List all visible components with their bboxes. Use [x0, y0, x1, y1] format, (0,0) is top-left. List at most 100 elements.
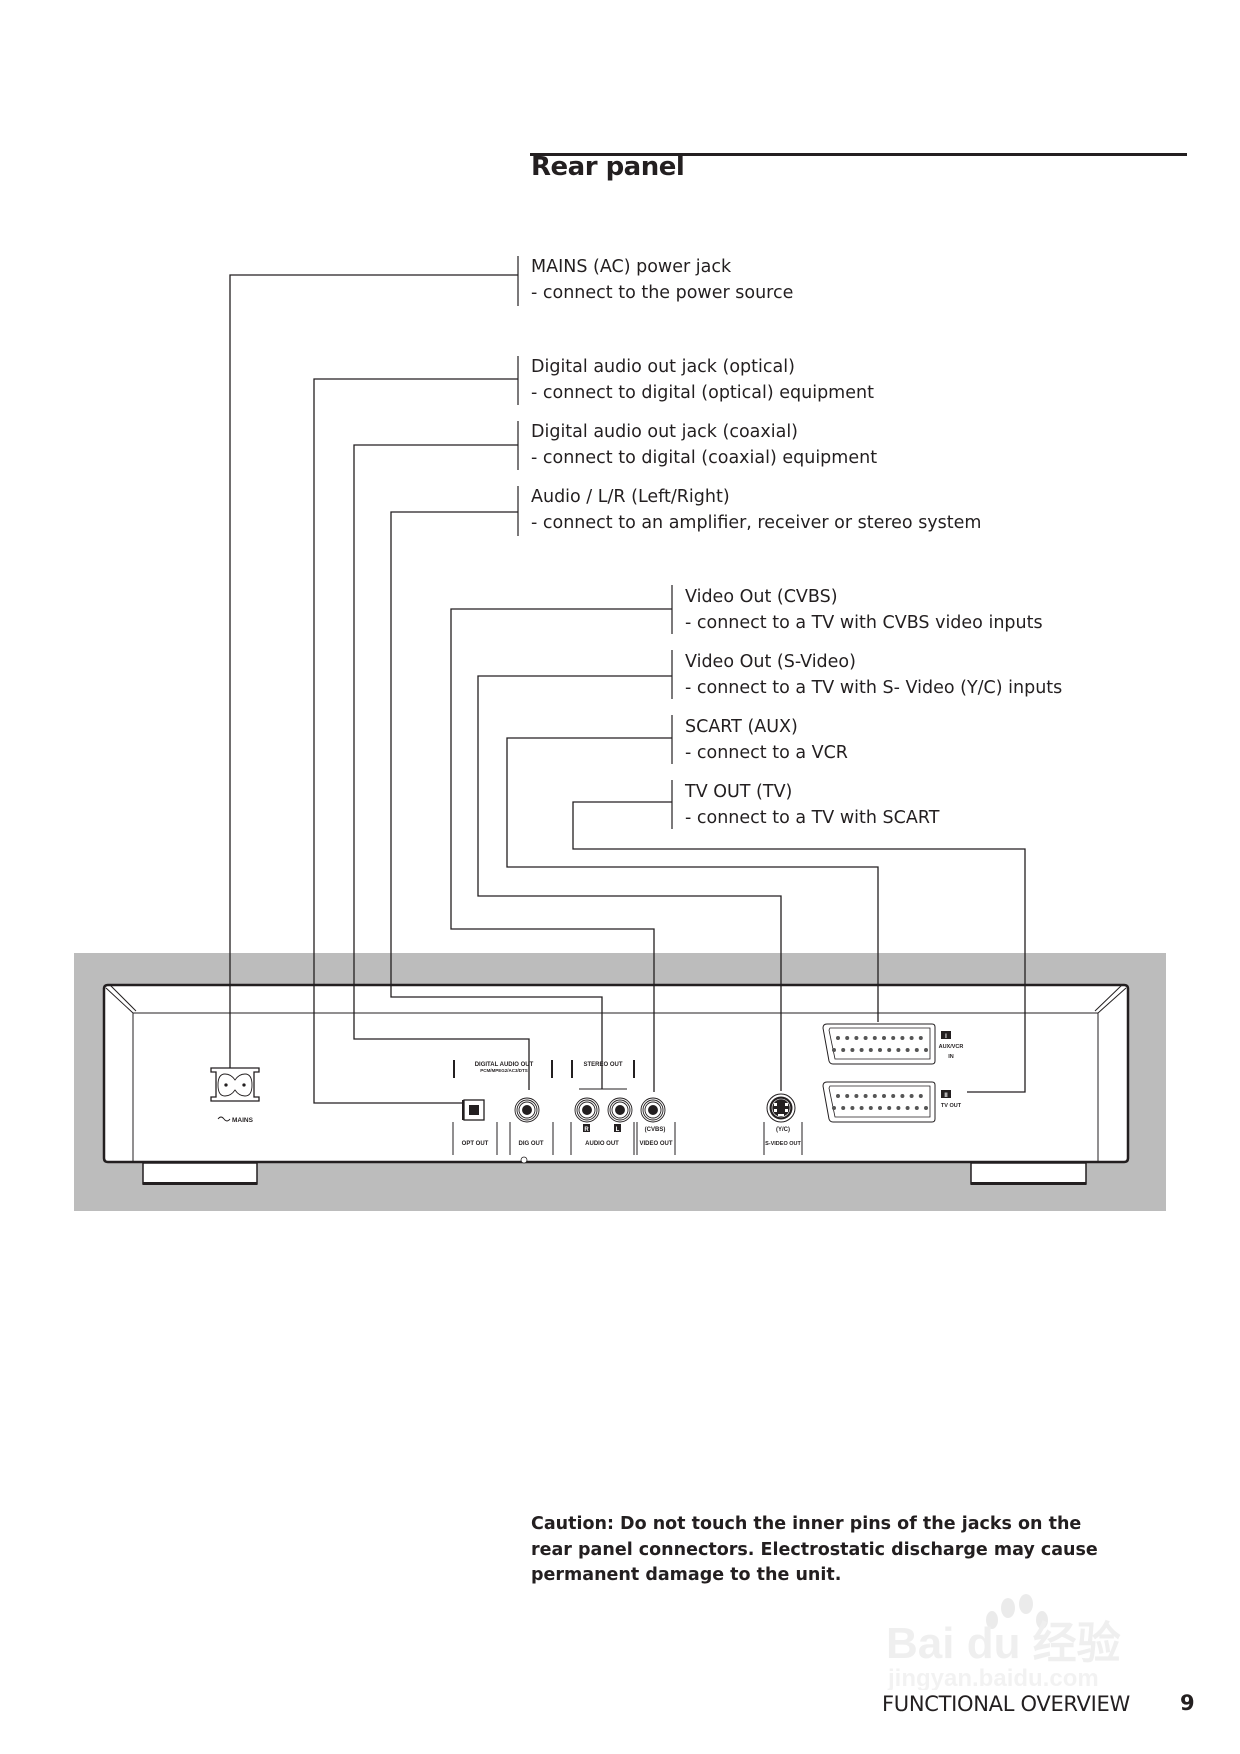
- scart-pin: [896, 1106, 901, 1110]
- leader-svideo: [477, 675, 782, 1091]
- scart-pin: [845, 1036, 850, 1040]
- scart-pin: [868, 1106, 873, 1110]
- scart-pin: [914, 1106, 919, 1110]
- scart-aux-badge: [941, 1031, 951, 1039]
- svg-text:L: L: [616, 1127, 620, 1133]
- scart-pin: [909, 1094, 914, 1098]
- scart-pin: [863, 1036, 868, 1040]
- audio-out-label: AUDIO OUT: [585, 1141, 619, 1147]
- scart-pin: [878, 1048, 882, 1052]
- dig-out-label: DIG OUT: [519, 1141, 544, 1147]
- callout-title: Digital audio out jack (optical): [531, 357, 795, 377]
- scart-pin: [887, 1048, 892, 1052]
- device-body: [102, 983, 1130, 1164]
- scart-shell: [822, 1023, 936, 1065]
- scart-pin: [850, 1048, 855, 1052]
- audio-left-jack: [607, 1097, 633, 1123]
- leader-coaxial: [353, 444, 530, 1090]
- right-foot: [970, 1162, 1087, 1185]
- callout-title: Video Out (S-Video): [685, 652, 856, 672]
- scart-pin: [872, 1036, 877, 1040]
- leader-tv-out: [572, 801, 1026, 1093]
- leader-scart-aux: [506, 737, 879, 1022]
- callout-description: - connect to a TV with SCART: [685, 807, 940, 828]
- scart-pin: [841, 1106, 846, 1110]
- opt-out-label: OPT OUT: [462, 1141, 489, 1147]
- page-number: 9: [1180, 1691, 1195, 1715]
- callout-title: Digital audio out jack (coaxial): [531, 422, 799, 442]
- callout-tv-out: TV OUT (TV) - connect to a TV with SCART: [685, 780, 939, 831]
- yc-panel-label: (Y/C): [776, 1127, 790, 1133]
- leader-audio: [390, 511, 603, 1089]
- mains-connector: [210, 1067, 260, 1102]
- callout-description: - connect to a TV with CVBS video inputs: [685, 612, 1043, 633]
- leader-cvbs: [450, 608, 672, 1092]
- digital-audio-out-header: DIGITAL AUDIO OUT: [475, 1062, 534, 1068]
- callout-description: - connect to digital (optical) equipment: [531, 382, 874, 403]
- baidu-watermark: Bai du 经验 jingyan.baidu.com: [886, 1594, 1121, 1690]
- scart-pin: [891, 1094, 896, 1098]
- scart-pin: [845, 1094, 850, 1098]
- caution-note: Caution: Do not touch the inner pins of …: [531, 1514, 1098, 1585]
- video-out-label: VIDEO OUT: [639, 1141, 672, 1147]
- scart-pin: [868, 1048, 873, 1052]
- scart-tv-badge: [941, 1090, 951, 1098]
- scart-pin: [882, 1036, 886, 1040]
- audio-right-jack: [574, 1097, 600, 1123]
- digital-audio-out-subheader: PCM/MPEG2/AC3/DTS: [480, 1068, 528, 1073]
- scart-pin: [905, 1048, 910, 1052]
- svideo-out-label: S-VIDEO OUT: [765, 1141, 801, 1147]
- page-title: Rear panel: [531, 152, 685, 182]
- scart-pin: [836, 1094, 840, 1098]
- scart-pin: [909, 1036, 914, 1040]
- section-footer: FUNCTIONAL OVERVIEW: [882, 1692, 1130, 1716]
- scart-pin: [832, 1048, 836, 1052]
- device-feet: [142, 1162, 1087, 1185]
- coaxial-jack: [514, 1097, 540, 1123]
- scart-inner: [828, 1027, 931, 1060]
- svg-text:II: II: [944, 1093, 948, 1099]
- callout-title: Audio / L/R (Left/Right): [531, 487, 730, 507]
- callout-description: - connect to the power source: [531, 282, 794, 303]
- scart-pin: [854, 1094, 859, 1098]
- left-channel-badge: [614, 1124, 621, 1132]
- right-channel-badge: [583, 1124, 590, 1132]
- scart-pin: [841, 1048, 846, 1052]
- panel-dividers: [452, 1060, 803, 1155]
- header-rule: [530, 153, 1187, 156]
- scart-pin: [882, 1094, 886, 1098]
- callout-title: TV OUT (TV): [685, 782, 793, 802]
- scart-pin: [900, 1094, 905, 1098]
- ac-symbol-icon: [217, 1116, 231, 1122]
- scart-tv-label: TV OUT: [941, 1103, 962, 1109]
- scart-pin: [878, 1106, 882, 1110]
- scart-aux-connector: [822, 1023, 936, 1065]
- callout-bars: [517, 256, 673, 829]
- scart-pin: [914, 1048, 919, 1052]
- callout-title: SCART (AUX): [685, 717, 798, 737]
- callout-title: MAINS (AC) power jack: [531, 257, 732, 277]
- callout-audio: Audio / L/R (Left/Right) - connect to an…: [531, 485, 981, 536]
- scart-pin: [863, 1094, 868, 1098]
- scart-pin: [859, 1048, 864, 1052]
- scart-pin: [924, 1048, 928, 1052]
- scart-aux-label: AUX/VCR: [939, 1044, 964, 1050]
- leader-mains: [229, 274, 518, 1068]
- scart-aux-label-in: IN: [948, 1054, 954, 1060]
- callout-description: - connect to an amplifier, receiver or s…: [531, 512, 982, 533]
- callout-title: Video Out (CVBS): [685, 587, 838, 607]
- left-foot: [142, 1162, 258, 1185]
- callout-svideo: Video Out (S-Video) - connect to a TV wi…: [685, 650, 1062, 701]
- scart-pin: [832, 1106, 836, 1110]
- watermark-brand: Bai du 经验: [886, 1619, 1121, 1668]
- scart-pin: [896, 1048, 901, 1052]
- callout-description: - connect to a TV with S- Video (Y/C) in…: [685, 677, 1063, 698]
- scart-shell: [822, 1081, 936, 1123]
- scart-pin: [918, 1094, 923, 1098]
- callout-description: - connect to digital (coaxial) equipment: [531, 447, 878, 468]
- svg-text:I: I: [945, 1034, 947, 1040]
- scart-tv-connector: [822, 1081, 936, 1123]
- svideo-jack: [766, 1093, 796, 1123]
- svg-text:R: R: [584, 1127, 589, 1133]
